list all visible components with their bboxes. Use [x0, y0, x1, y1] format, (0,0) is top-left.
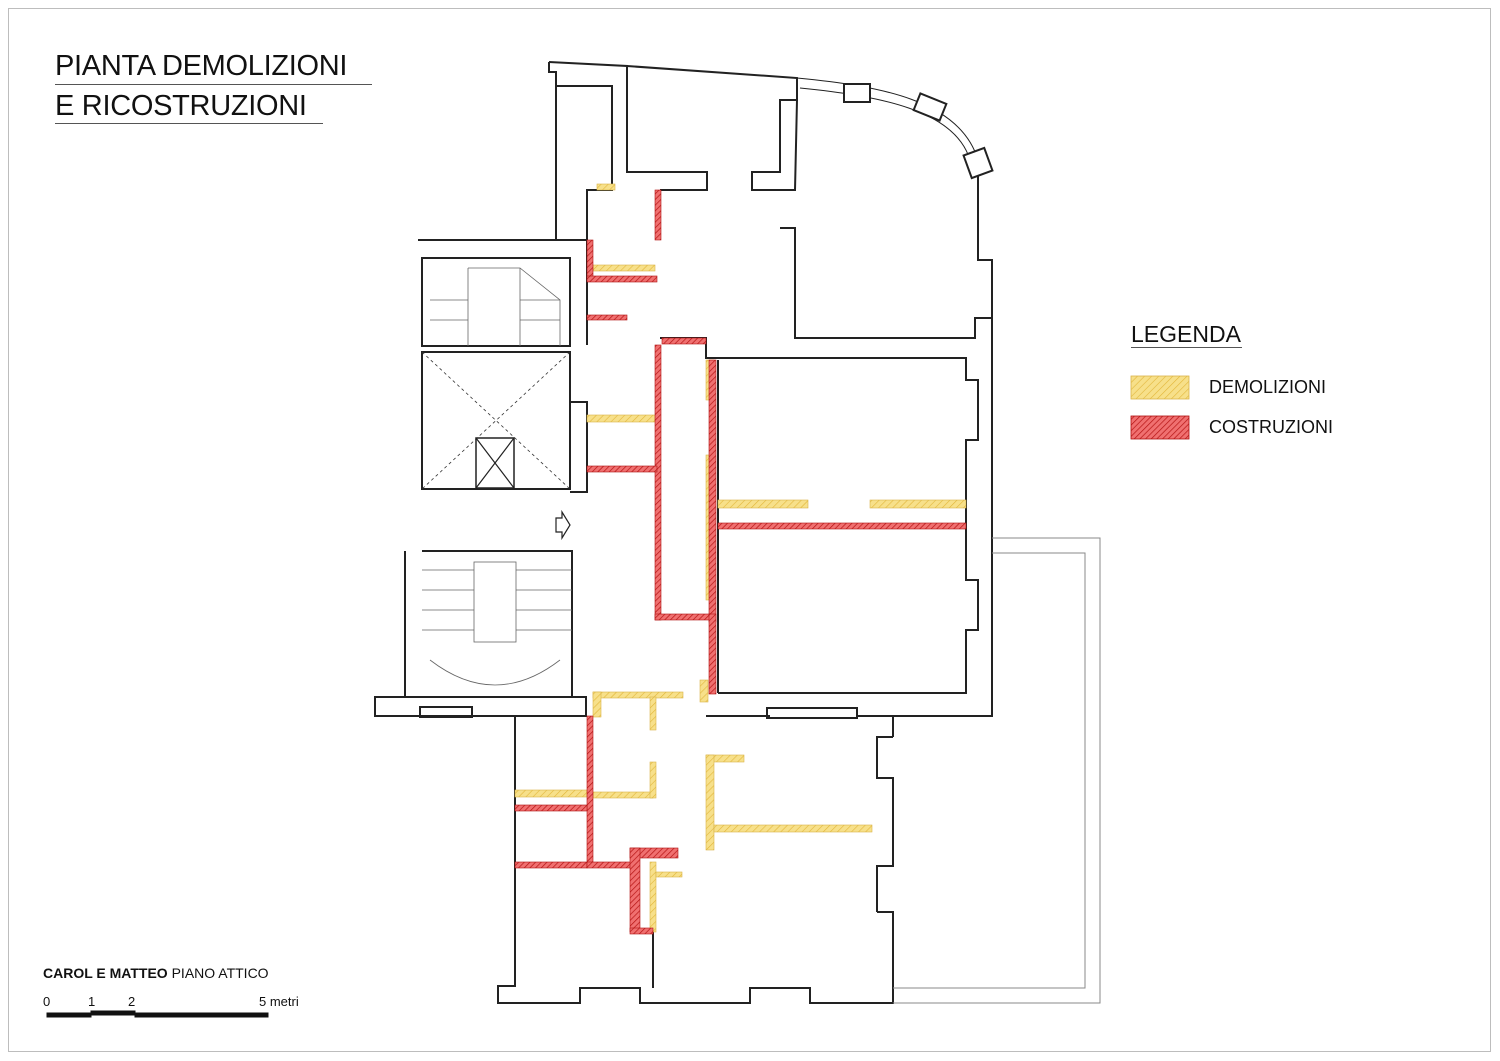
drawing-title-line1: PIANTA DEMOLIZIONI [55, 50, 348, 82]
entrance-arrow-icon [555, 509, 571, 541]
scale-tick-2: 2 [128, 994, 136, 1009]
title-underline-1 [55, 84, 372, 85]
project-name: CAROL E MATTEO [43, 965, 168, 981]
legend-label-costruzioni: COSTRUZIONI [1209, 417, 1333, 437]
wall-outlines [374, 61, 1101, 1004]
scale-tick-5: 5 metri [259, 994, 299, 1009]
legend-label-demolizioni: DEMOLIZIONI [1209, 377, 1327, 397]
scale-tick-0: 0 [43, 994, 51, 1009]
legend-heading: LEGENDA [1131, 321, 1241, 347]
stair-detail [421, 267, 572, 686]
scale-tick-1: 1 [88, 994, 96, 1009]
project-floor: PIANO ATTICO [171, 965, 269, 981]
title-underline-2 [55, 123, 323, 124]
legend-swatch-demolizioni [1130, 375, 1190, 400]
legend-swatch-costruzioni [1130, 415, 1190, 440]
project-label: CAROL E MATTEO PIANO ATTICO [43, 965, 269, 981]
drawing-frame [8, 8, 1491, 1052]
legend-underline [1131, 347, 1242, 348]
scale-bar [46, 1010, 269, 1018]
construction-walls [514, 189, 967, 935]
drawing-title-line2: E RICOSTRUZIONI [55, 90, 307, 122]
demolition-walls [514, 183, 967, 933]
